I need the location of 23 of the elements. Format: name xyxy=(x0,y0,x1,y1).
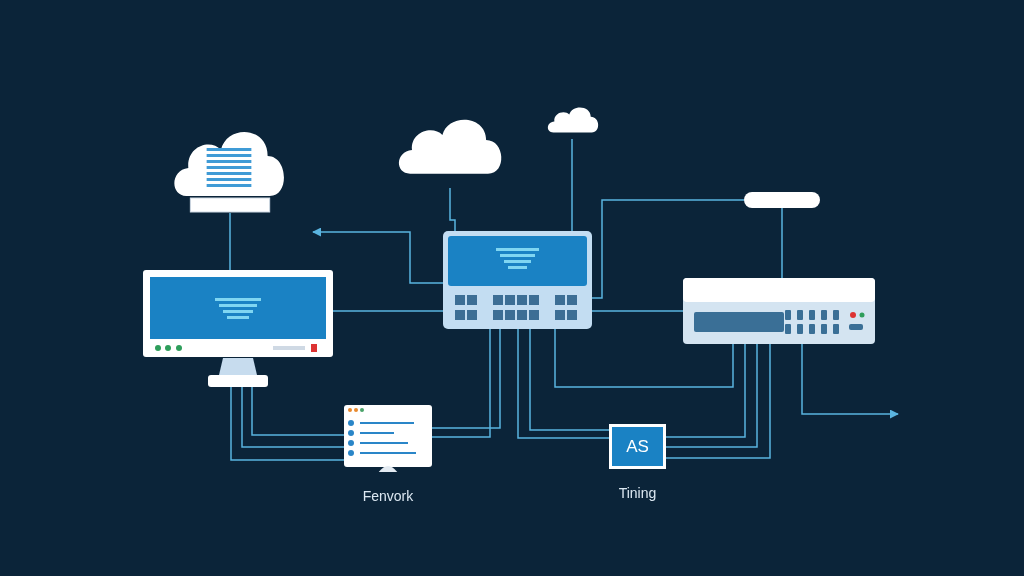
arrow xyxy=(312,227,444,284)
connector-line xyxy=(251,386,345,436)
connector-line xyxy=(571,138,573,232)
connector-line xyxy=(230,386,345,461)
connector-line xyxy=(665,343,746,438)
connector-line xyxy=(665,343,771,459)
connector-line xyxy=(517,328,610,439)
connector-line xyxy=(529,328,610,431)
connector-line xyxy=(431,328,501,429)
connector-line xyxy=(431,328,491,438)
connector-line xyxy=(229,212,231,271)
connector-line xyxy=(591,310,684,312)
connector-line xyxy=(241,386,345,448)
connector-line xyxy=(332,310,444,312)
connector-line xyxy=(449,187,456,232)
connector-line xyxy=(665,343,758,448)
monitor-screen: AS xyxy=(609,424,666,469)
device-caption: Tining xyxy=(618,484,657,503)
arrow xyxy=(801,343,899,419)
connector-line xyxy=(554,328,734,388)
connector-line xyxy=(591,199,745,299)
connector-line xyxy=(781,207,783,279)
device-caption: Fenvork xyxy=(362,487,414,506)
